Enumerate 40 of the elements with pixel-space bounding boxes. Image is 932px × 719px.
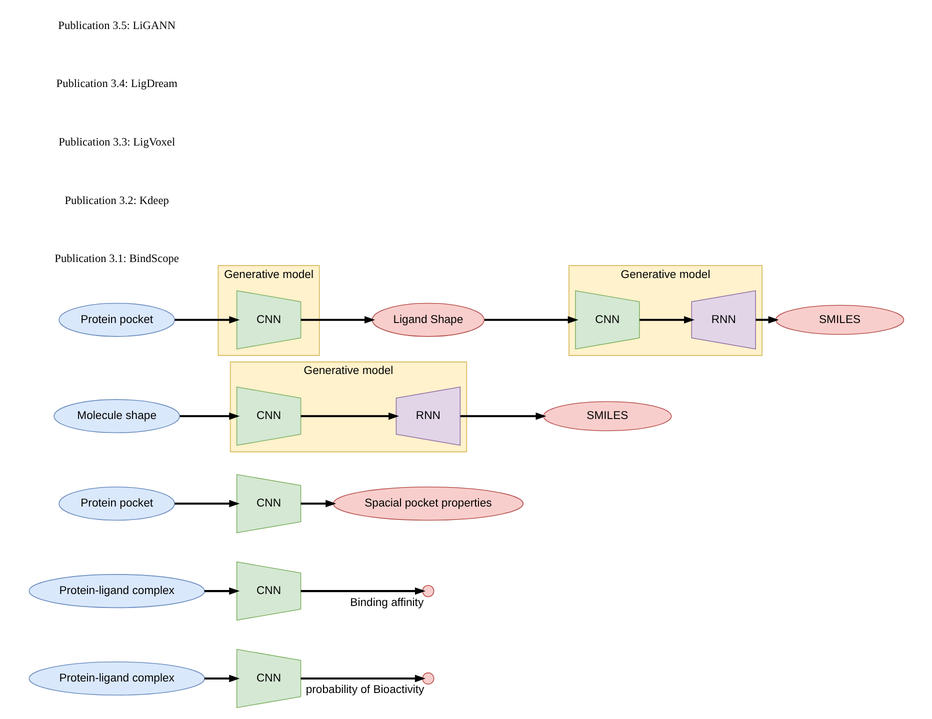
node-circle (422, 672, 434, 685)
node-circle (422, 584, 434, 598)
node-ellipse: Protein-ligand complex (28, 574, 204, 608)
node-box: CNN (574, 290, 640, 350)
arrow (460, 412, 546, 420)
arrow (300, 500, 336, 508)
label: Publication 3.5: LiGANN (58, 20, 176, 32)
node-box: RNN (395, 386, 460, 446)
arrow (755, 316, 778, 324)
node-ellipse: Protein pocket (58, 486, 174, 521)
arrow (300, 587, 425, 595)
node-label: probability of Bioactivity (305, 684, 424, 696)
arrow (300, 412, 399, 420)
label: Publication 3.1: BindScope (54, 253, 178, 266)
arrow (174, 316, 240, 324)
node-box: CNN (236, 474, 301, 534)
node-box: CNN (236, 290, 301, 350)
node-ellipse: Molecule shape (53, 399, 180, 434)
arrow (300, 674, 425, 682)
node-ellipse: SMILES (774, 304, 904, 335)
label: Publication 3.4: LigDream (56, 78, 177, 90)
node-box: RNN (690, 290, 756, 350)
arrow (174, 500, 240, 508)
arrow (204, 587, 240, 595)
node-box: CNN (236, 561, 301, 621)
node-label: Binding affinity (350, 596, 424, 609)
node-ellipse: Spacial pocket properties (332, 486, 524, 521)
node-ellipse: Ligand Shape (371, 302, 484, 337)
node-box: CNN (236, 386, 301, 446)
arrow (300, 316, 375, 324)
arrow (204, 674, 240, 682)
node-ellipse: SMILES (542, 401, 672, 432)
label: Publication 3.2: Kdeep (64, 194, 168, 207)
node-box: CNN (236, 648, 301, 708)
arrow (639, 316, 694, 324)
node-ellipse: Protein pocket (58, 302, 174, 337)
arrow (484, 316, 578, 324)
arrow (179, 412, 240, 420)
node-ellipse: Protein-ligand complex (28, 662, 204, 696)
label: Publication 3.3: LigVoxel (58, 136, 175, 149)
